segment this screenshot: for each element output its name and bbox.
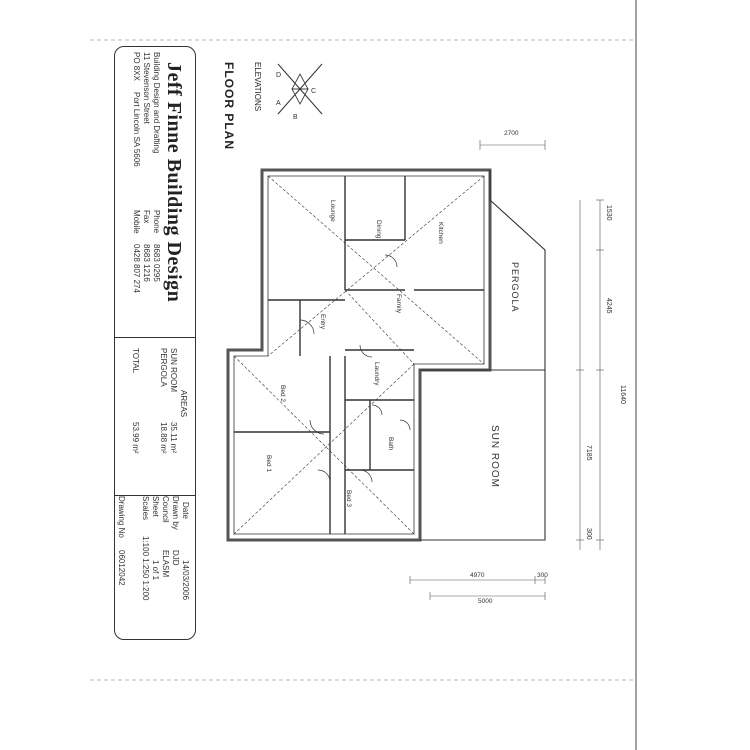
compass-label-b: B <box>293 114 298 121</box>
room-label-bath: Bath <box>387 437 394 451</box>
dimension-right-e: 300 <box>585 528 592 540</box>
room-label-sunroom: SUN ROOM <box>489 425 500 488</box>
title-block-divider <box>115 337 195 338</box>
compass-label-a: A <box>276 100 281 107</box>
dimension-bottom-a: 4970 <box>470 572 485 579</box>
roof-lines <box>233 175 485 535</box>
dimension-right-a: 1530 <box>605 205 612 221</box>
elevation-marker <box>277 63 323 115</box>
compass-label-c: C <box>311 88 317 95</box>
room-label-pergola: PERGOLA <box>510 262 520 313</box>
dimension-bottom-c: 5000 <box>478 598 493 605</box>
door-swings <box>299 254 411 483</box>
dimension-right-b: 4245 <box>605 298 612 314</box>
room-label-bed3: Bed 3 <box>345 490 352 507</box>
dimension-right-d: 7185 <box>585 445 592 461</box>
room-label-bed2: Bed 2 <box>279 385 286 402</box>
room-label-laundry: Laundry <box>373 362 380 386</box>
dimension-right-c: 11640 <box>619 385 626 404</box>
exterior-walls <box>226 168 492 542</box>
dimension-top: 2700 <box>504 130 519 137</box>
room-label-kitchen: Kitchen <box>437 222 444 244</box>
room-label-bed1: Bed 1 <box>265 455 272 472</box>
title-block <box>114 46 196 640</box>
room-label-family: Family <box>395 294 402 314</box>
dimension-lines <box>409 140 604 600</box>
dimension-bottom-b: 300 <box>537 572 548 579</box>
interior-walls <box>234 176 484 534</box>
title-block-divider <box>115 495 195 496</box>
room-label-lounge: Lounge <box>329 200 336 222</box>
room-label-entry: Entry <box>319 314 326 330</box>
sunroom-outline <box>420 369 546 541</box>
room-label-dining: Dining <box>375 220 382 239</box>
compass-label-d: D <box>276 72 282 79</box>
